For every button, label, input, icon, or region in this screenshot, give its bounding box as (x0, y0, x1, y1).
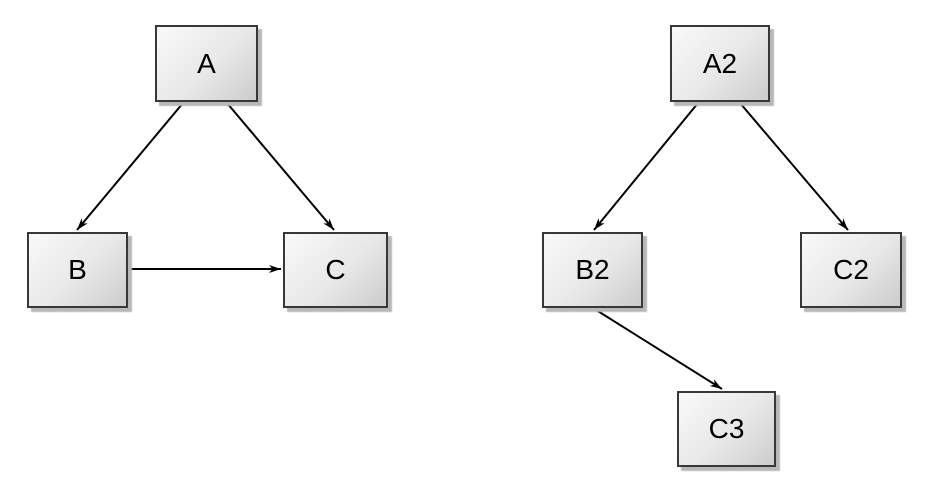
node-label: B (68, 254, 87, 285)
node-a: A (155, 25, 258, 102)
node-c3: C3 (677, 391, 776, 467)
edge-b2-to-c3 (592, 307, 723, 390)
node-label: B2 (575, 254, 610, 285)
node-label: C2 (833, 254, 869, 285)
node-b2: B2 (542, 232, 643, 308)
edge-a2-to-b2 (593, 102, 699, 231)
node-b: B (27, 232, 128, 308)
edge-a-to-b (76, 102, 184, 231)
node-a2: A2 (670, 25, 770, 102)
node-label: A (197, 47, 216, 79)
edge-a2-to-c2 (739, 102, 849, 231)
node-label: A2 (702, 47, 738, 79)
node-label: C3 (708, 413, 745, 444)
node-c2: C2 (800, 232, 902, 308)
node-label: C (325, 254, 346, 285)
node-c: C (283, 232, 388, 308)
edge-a-to-c (226, 102, 335, 231)
